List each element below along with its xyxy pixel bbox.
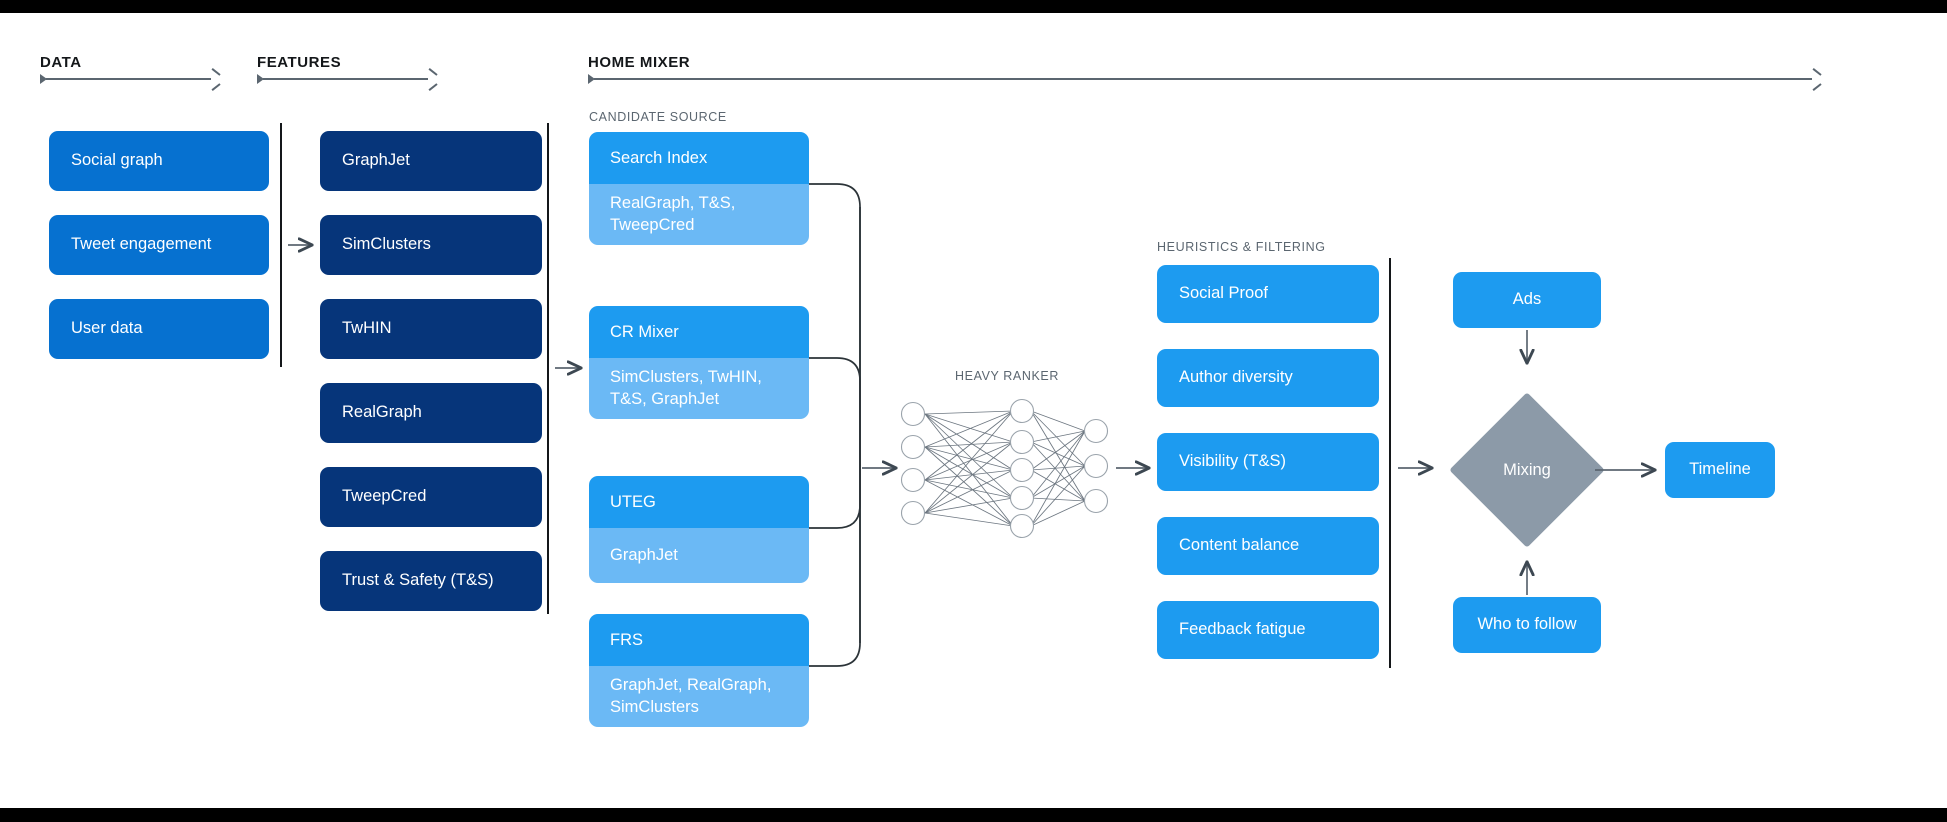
data-box-social-graph[interactable]: Social graph — [49, 131, 269, 191]
arrow-right-head — [210, 73, 220, 85]
heuristic-box-label: Visibility (T&S) — [1179, 452, 1286, 471]
arrow-left-head — [257, 74, 264, 84]
arrow-right-head — [1811, 73, 1821, 85]
mixing-input-label: Who to follow — [1477, 615, 1577, 634]
candidate-source-signals: GraphJet — [589, 528, 809, 583]
mixing-input-ads[interactable]: Ads — [1453, 272, 1601, 328]
data-box-user-data[interactable]: User data — [49, 299, 269, 359]
divider-data-features — [280, 123, 282, 367]
feature-box-graphjet[interactable]: GraphJet — [320, 131, 542, 191]
mixing-output-timeline[interactable]: Timeline — [1665, 442, 1775, 498]
candidate-source-card-search-index[interactable]: Search Index RealGraph, T&S, TweepCred — [589, 132, 809, 245]
heuristic-box-social-proof[interactable]: Social Proof — [1157, 265, 1379, 323]
data-box-label: Social graph — [71, 151, 163, 170]
candidate-source-card-uteg[interactable]: UTEG GraphJet — [589, 476, 809, 583]
phase-arrow-home-mixer — [588, 73, 1821, 85]
feature-box-simclusters[interactable]: SimClusters — [320, 215, 542, 275]
candidate-source-card-frs[interactable]: FRS GraphJet, RealGraph, SimClusters — [589, 614, 809, 727]
phase-arrow-features — [257, 73, 437, 85]
divider-features-mixer — [547, 123, 549, 614]
data-box-tweet-engagement[interactable]: Tweet engagement — [49, 215, 269, 275]
sublabel-heavy-ranker: HEAVY RANKER — [955, 369, 1059, 383]
arrow-right-head — [427, 73, 437, 85]
arrow-left-head — [40, 74, 47, 84]
mixing-node-label: Mixing — [1503, 460, 1551, 479]
data-box-label: User data — [71, 319, 143, 338]
feature-box-trust-safety[interactable]: Trust & Safety (T&S) — [320, 551, 542, 611]
arrow-bar — [263, 78, 428, 80]
heuristic-box-label: Content balance — [1179, 536, 1300, 555]
heuristic-box-visibility[interactable]: Visibility (T&S) — [1157, 433, 1379, 491]
feature-box-label: GraphJet — [342, 151, 410, 170]
feature-box-twhin[interactable]: TwHIN — [320, 299, 542, 359]
feature-box-label: Trust & Safety (T&S) — [342, 571, 494, 590]
heavy-ranker-network — [900, 398, 1109, 539]
arrow-bar — [594, 78, 1812, 80]
feature-box-label: RealGraph — [342, 403, 422, 422]
divider-heuristics-mixing — [1389, 258, 1391, 668]
feature-box-tweepcred[interactable]: TweepCred — [320, 467, 542, 527]
phase-label-data: DATA — [40, 54, 82, 71]
candidate-source-signals: RealGraph, T&S, TweepCred — [589, 184, 809, 245]
arrow-bar — [46, 78, 211, 80]
feature-box-label: TwHIN — [342, 319, 392, 338]
candidate-source-signals: GraphJet, RealGraph, SimClusters — [589, 666, 809, 727]
connector-wires — [288, 183, 1947, 667]
heuristic-box-feedback-fatigue[interactable]: Feedback fatigue — [1157, 601, 1379, 659]
sublabel-heuristics: HEURISTICS & FILTERING — [1157, 240, 1326, 254]
candidate-source-name: Search Index — [589, 132, 809, 184]
data-box-label: Tweet engagement — [71, 235, 212, 254]
sublabel-candidate-source: CANDIDATE SOURCE — [589, 110, 727, 124]
candidate-source-signals: SimClusters, TwHIN, T&S, GraphJet — [589, 358, 809, 419]
heuristic-box-label: Social Proof — [1179, 284, 1268, 303]
feature-box-realgraph[interactable]: RealGraph — [320, 383, 542, 443]
mixing-input-who-to-follow[interactable]: Who to follow — [1453, 597, 1601, 653]
heuristic-box-label: Feedback fatigue — [1179, 620, 1306, 639]
arrow-left-head — [588, 74, 595, 84]
mixing-output-label: Timeline — [1689, 460, 1751, 479]
candidate-source-name: UTEG — [589, 476, 809, 528]
candidate-source-name: FRS — [589, 614, 809, 666]
feature-box-label: TweepCred — [342, 487, 427, 506]
candidate-source-name: CR Mixer — [589, 306, 809, 358]
phase-label-features: FEATURES — [257, 54, 342, 71]
candidate-source-brace — [809, 183, 861, 667]
heuristic-box-content-balance[interactable]: Content balance — [1157, 517, 1379, 575]
mixing-input-label: Ads — [1512, 290, 1542, 309]
candidate-source-card-cr-mixer[interactable]: CR Mixer SimClusters, TwHIN, T&S, GraphJ… — [589, 306, 809, 419]
phase-label-home-mixer: HOME MIXER — [588, 54, 691, 71]
heuristic-box-label: Author diversity — [1179, 368, 1293, 387]
phase-arrow-data — [40, 73, 220, 85]
heuristic-box-author-diversity[interactable]: Author diversity — [1157, 349, 1379, 407]
feature-box-label: SimClusters — [342, 235, 431, 254]
diagram-canvas: DATA FEATURES HOME MIXER CANDIDATE SOURC… — [0, 13, 1947, 808]
